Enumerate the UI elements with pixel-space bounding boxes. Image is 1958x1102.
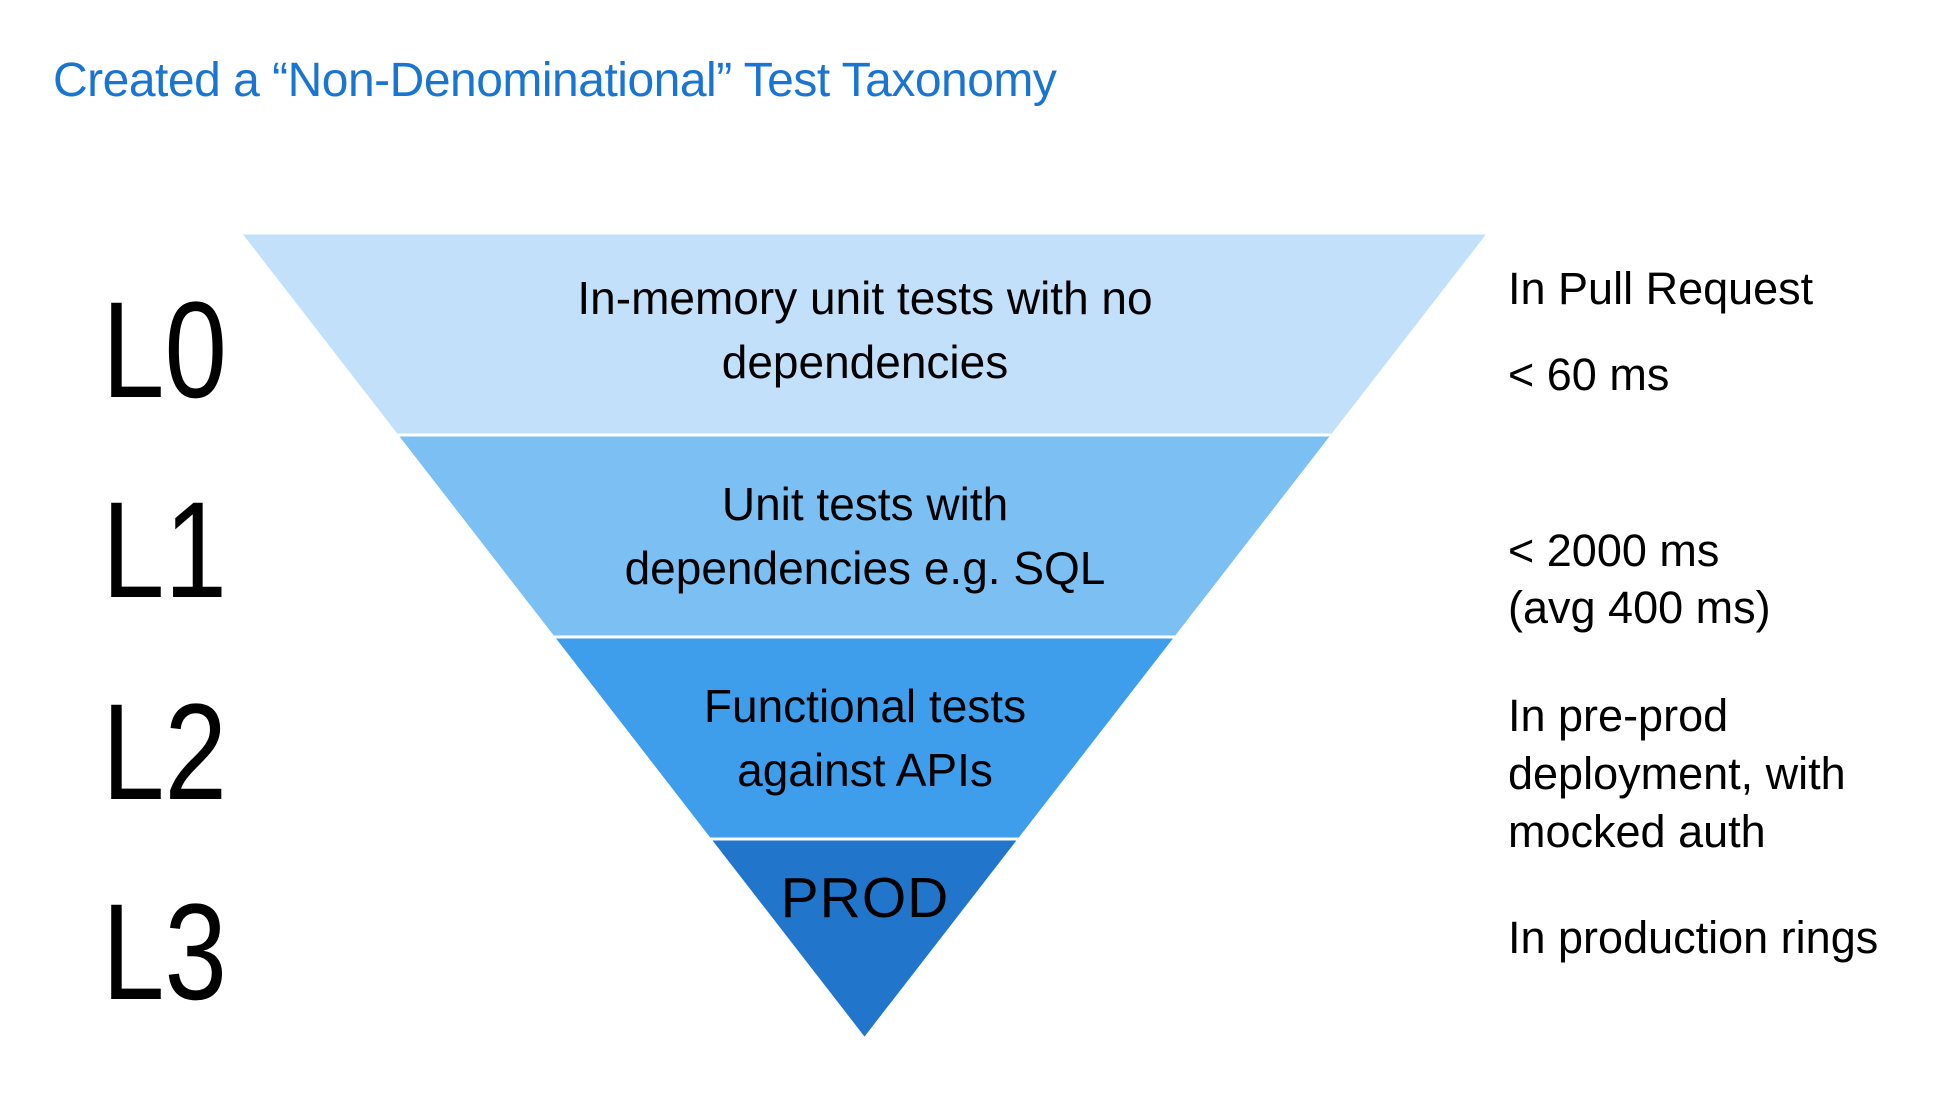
annotation-l0-context: In Pull Request (1508, 263, 1814, 314)
level-label-l0: L0 (102, 274, 227, 427)
annotation-l0-timing: < 60 ms (1508, 349, 1670, 400)
level-label-l2: L2 (102, 676, 227, 829)
annotation-l3-context: In production rings (1508, 912, 1879, 963)
funnel-band-l2-text: Functional tests against APIs (703, 680, 1027, 796)
funnel-band-l3-text: PROD (780, 866, 950, 930)
level-label-l3: L3 (102, 876, 227, 1029)
funnel-band-l1-text: Unit tests with dependencies e.g. SQL (624, 478, 1106, 594)
level-label-l1: L1 (102, 474, 227, 627)
annotation-l2-context: In pre-prod deployment, with mocked auth (1508, 690, 1846, 857)
annotation-l1-timing: < 2000 ms (avg 400 ms) (1508, 525, 1771, 633)
funnel-band-l3-shape (706, 837, 1023, 1042)
page-title: Created a “Non-Denominational” Test Taxo… (53, 54, 1057, 107)
funnel-band-l0-text: In-memory unit tests with no dependencie… (577, 272, 1153, 388)
